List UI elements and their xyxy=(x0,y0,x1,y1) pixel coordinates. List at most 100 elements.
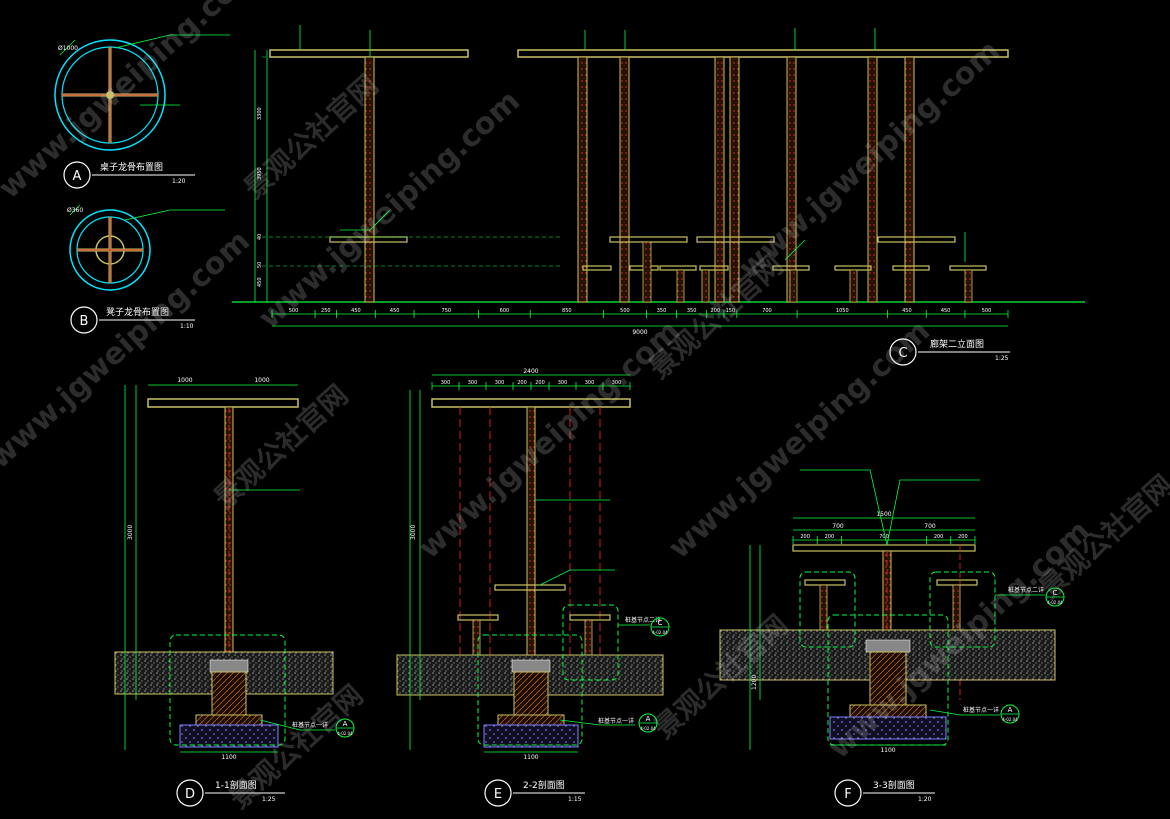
detail-d-ref: A xyxy=(343,720,348,728)
detail-c-dim-13: 700 xyxy=(762,308,772,314)
detail-c-vdim-5: 450 xyxy=(257,277,263,287)
detail-f-title: 3-3剖面图 xyxy=(873,779,915,791)
detail-b-title-block: B 凳子龙骨布置图 1:10 xyxy=(70,306,195,334)
detail-f-dim-4: 200 xyxy=(934,534,944,540)
detail-f-ref2-sheet: 4-02.04 xyxy=(1047,600,1063,605)
watermark-url-5: www.jgweiping.com xyxy=(662,314,937,566)
detail-c-dim-3: 450 xyxy=(351,308,361,314)
detail-e-dim-2: 300 xyxy=(468,380,478,386)
detail-e-ref2-sheet: 4-02.04 xyxy=(652,630,668,635)
detail-f-note: 桩基节点一详 xyxy=(963,706,999,714)
detail-f-top-total: 1500 xyxy=(876,511,891,518)
detail-e-ref2: C xyxy=(658,619,663,627)
detail-d-ref-sheet: 4-02.04 xyxy=(337,731,353,736)
detail-b-stool-plan: Ø360 xyxy=(67,204,225,291)
detail-e-width: 1100 xyxy=(523,754,538,761)
detail-d-title-block: D 1-1剖面图 1:25 xyxy=(176,779,285,807)
detail-c-dim-6: 600 xyxy=(500,308,510,314)
detail-c-vdim-3: 40 xyxy=(257,234,263,240)
detail-f-dim-1: 200 xyxy=(800,534,810,540)
detail-f-dim-2: 200 xyxy=(825,534,835,540)
detail-e-dim-5: 200 xyxy=(535,380,545,386)
detail-d-scale: 1:25 xyxy=(262,796,276,803)
detail-c-marker: C xyxy=(898,346,907,361)
detail-e-ref: A xyxy=(646,715,651,723)
watermark-url-3: www.jgweiping.com xyxy=(412,314,687,566)
detail-f-section: 1500 700 700 200 200 700 200 200 1200 1100 桩… xyxy=(719,469,1065,754)
detail-e-top-total: 2400 xyxy=(523,368,538,375)
detail-b-dim: Ø360 xyxy=(67,207,83,214)
detail-e-dim-4: 200 xyxy=(517,380,527,386)
detail-e-marker: E xyxy=(494,787,502,802)
watermark-cn-1: 景观公社官网 xyxy=(238,68,385,205)
detail-f-ref-sheet: 4-02.04 xyxy=(1002,717,1018,722)
detail-a-scale: 1:20 xyxy=(172,178,186,185)
detail-b-scale: 1:10 xyxy=(180,323,194,330)
detail-e-note2: 桩基节点二详 xyxy=(625,616,661,624)
detail-c-total: 9000 xyxy=(632,329,647,336)
detail-c-vdim-2: 3950 xyxy=(257,167,263,180)
detail-e-title: 2-2剖面图 xyxy=(523,779,565,791)
watermark-url-7: www.jgweiping.com xyxy=(0,224,257,476)
detail-e-dim-3: 300 xyxy=(495,380,505,386)
detail-a-table-plan: Ø1000 xyxy=(54,34,230,151)
detail-e-title-block: E 2-2剖面图 1:15 xyxy=(484,779,585,807)
detail-c-dim-5: 750 xyxy=(442,308,452,314)
detail-d-top-dim-1: 1000 xyxy=(177,377,192,384)
detail-f-height: 1200 xyxy=(751,675,758,690)
detail-d-note: 桩基节点一详 xyxy=(292,721,328,729)
detail-f-ref2: C xyxy=(1053,589,1058,597)
detail-a-dim: Ø1000 xyxy=(58,45,78,52)
detail-c-dim-14: 1050 xyxy=(836,308,849,314)
detail-c-scale: 1:25 xyxy=(995,355,1009,362)
detail-e-note: 桩基节点一详 xyxy=(598,717,634,725)
detail-c-title: 廊架二立面图 xyxy=(930,338,984,350)
detail-c-dim-1: 500 xyxy=(289,308,299,314)
detail-e-height: 3000 xyxy=(410,525,417,540)
detail-c-dim-10: 350 xyxy=(687,308,697,314)
detail-f-scale: 1:20 xyxy=(918,796,932,803)
detail-f-marker: F xyxy=(844,787,851,802)
detail-d-top-dim-2: 1000 xyxy=(254,377,269,384)
detail-d-title: 1-1剖面图 xyxy=(215,779,257,791)
detail-c-dim-2: 250 xyxy=(321,308,331,314)
detail-c-dim-15: 450 xyxy=(902,308,912,314)
detail-c-dim-11: 200 xyxy=(711,308,721,314)
detail-c-vdim-1: 3300 xyxy=(257,107,263,120)
detail-f-dim-5: 200 xyxy=(958,534,968,540)
detail-f-title-block: F 3-3剖面图 1:20 xyxy=(834,779,935,807)
detail-f-ref: A xyxy=(1008,706,1013,714)
detail-e-dim-7: 300 xyxy=(585,380,595,386)
detail-c-dim-7: 850 xyxy=(562,308,572,314)
detail-f-dim-3: 700 xyxy=(879,534,889,540)
detail-f-width: 1100 xyxy=(880,747,895,754)
detail-e-dim-1: 300 xyxy=(441,380,451,386)
detail-e-dim-6: 300 xyxy=(558,380,568,386)
detail-e-dim-8: 300 xyxy=(612,380,622,386)
detail-c-dim-4: 450 xyxy=(390,308,400,314)
detail-f-note2: 桩基节点二详 xyxy=(1008,586,1044,594)
detail-a-title: 桌子龙骨布置图 xyxy=(100,161,163,173)
detail-c-title-block: C 廊架二立面图 1:25 xyxy=(889,338,1010,366)
detail-d-width: 1100 xyxy=(221,754,236,761)
detail-c-dim-9: 350 xyxy=(657,308,667,314)
detail-c-dim-17: 500 xyxy=(982,308,992,314)
watermark-url-2: www.jgweiping.com xyxy=(252,84,527,336)
detail-c-elevation: 3300 3950 40 50 450 500 250 450 450 750 600 850 500… xyxy=(232,25,1085,336)
detail-e-ref-sheet: 4-02.04 xyxy=(640,726,656,731)
detail-c-dim-16: 450 xyxy=(941,308,951,314)
detail-a-title-block: A 桌子龙骨布置图 1:20 xyxy=(63,161,195,189)
detail-f-top-dim2-2: 700 xyxy=(924,523,936,530)
detail-d-section: 1000 1000 3000 1100 桩基节点一详 A 4-02.04 xyxy=(114,377,355,761)
detail-c-dim-8: 500 xyxy=(620,308,630,314)
detail-b-title: 凳子龙骨布置图 xyxy=(106,306,169,318)
detail-c-dim-12: 150 xyxy=(726,308,736,314)
detail-f-top-dim2-1: 700 xyxy=(832,523,844,530)
detail-e-scale: 1:15 xyxy=(568,796,582,803)
detail-a-marker: A xyxy=(73,169,82,184)
detail-d-marker: D xyxy=(185,787,195,802)
detail-d-height: 3000 xyxy=(127,525,134,540)
detail-c-vdim-4: 50 xyxy=(257,262,263,268)
